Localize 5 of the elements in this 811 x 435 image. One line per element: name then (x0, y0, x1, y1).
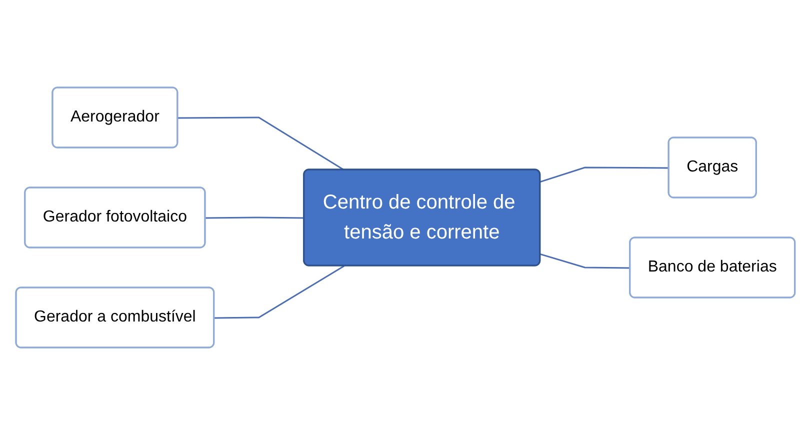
connector (540, 166, 670, 183)
connector (206, 216, 304, 219)
connector (178, 116, 345, 171)
connector (214, 265, 345, 319)
connector (540, 253, 630, 269)
